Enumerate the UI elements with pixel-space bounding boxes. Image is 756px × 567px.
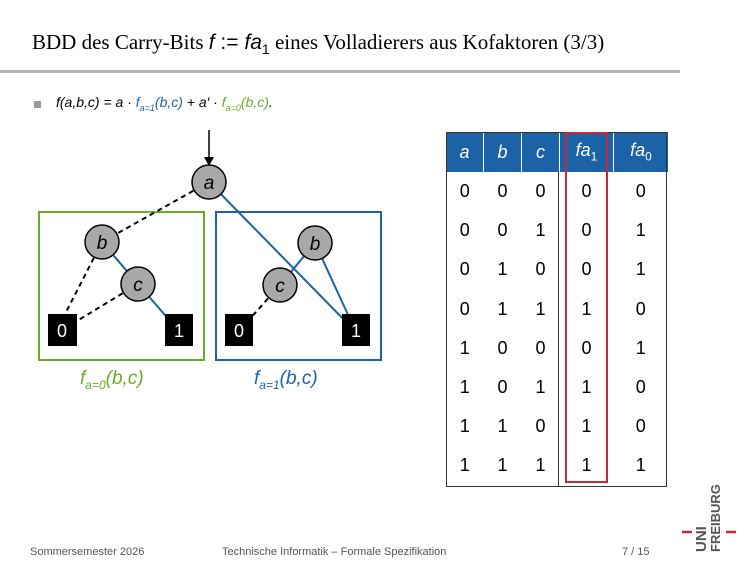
node-b-right: b — [297, 225, 333, 261]
truth-table-header: a b c fa1 fa0 — [446, 132, 668, 172]
svg-text:1: 1 — [174, 321, 184, 341]
svg-text:c: c — [275, 276, 285, 297]
table-cell: 1 — [581, 416, 592, 437]
label-f-a1: fa=1(b,c) — [254, 368, 318, 392]
cofactor-formula: f(a,b,c) = a · fa=1(b,c) + a′ · fa=0(b,c… — [56, 94, 273, 113]
terminal-1-right: 1 — [342, 314, 370, 346]
header-c: c — [521, 132, 560, 172]
table-cell: 1 — [535, 377, 546, 398]
arrow-head-icon — [204, 157, 214, 166]
table-cell: 0 — [635, 377, 646, 398]
svg-text:1: 1 — [351, 321, 361, 341]
university-logo: UNI FREIBURG — [682, 484, 736, 552]
table-cell: 0 — [497, 337, 508, 358]
table-cell: 1 — [535, 220, 546, 241]
table-cell: 1 — [497, 259, 508, 280]
table-row: 1 0 1 1 0 — [446, 368, 668, 407]
table-row: 1 0 0 0 1 — [446, 329, 668, 368]
terminal-0-left: 0 — [48, 314, 77, 346]
table-cell: 1 — [497, 298, 508, 319]
footer-semester: Sommersemester 2026 — [30, 546, 145, 558]
table-cell: 0 — [581, 259, 592, 280]
table-cell: 1 — [459, 337, 470, 358]
table-cell: 1 — [535, 455, 546, 476]
table-cell: 1 — [581, 377, 592, 398]
table-cell: 0 — [459, 259, 470, 280]
logo-freiburg: FREIBURG — [708, 484, 723, 552]
table-row: 1 1 1 1 1 — [446, 446, 668, 485]
svg-text:0: 0 — [57, 321, 67, 341]
table-cell: 1 — [635, 337, 646, 358]
table-cell: 1 — [635, 259, 646, 280]
table-cell: 0 — [581, 181, 592, 202]
node-c-left: c — [120, 266, 156, 302]
slide-title: BDD des Carry-Bits f := fa1 eines Vollad… — [32, 30, 605, 58]
node-b-left: b — [84, 224, 120, 260]
svg-text:b: b — [310, 234, 321, 255]
header-fa0: fa0 — [613, 132, 668, 172]
table-cell: 0 — [497, 220, 508, 241]
header-fa1: fa1 — [559, 132, 614, 172]
svg-text:a: a — [204, 173, 215, 194]
bullet-icon — [34, 101, 41, 108]
table-cell: 0 — [459, 220, 470, 241]
table-row: 1 1 0 1 0 — [446, 407, 668, 446]
header-a: a — [446, 132, 484, 172]
table-cell: 1 — [459, 377, 470, 398]
table-cell: 1 — [459, 455, 470, 476]
truth-table-separator — [558, 172, 559, 487]
table-row: 0 0 1 0 1 — [446, 211, 668, 250]
table-row: 0 1 0 0 1 — [446, 250, 668, 289]
svg-text:c: c — [133, 275, 143, 296]
header-b: b — [483, 132, 522, 172]
table-cell: 1 — [581, 298, 592, 319]
edge-b-0-dashed — [61, 241, 103, 321]
table-cell: 1 — [535, 298, 546, 319]
table-row: 0 0 0 0 0 — [446, 172, 668, 211]
table-cell: 1 — [497, 455, 508, 476]
table-cell: 0 — [459, 181, 470, 202]
fa1-column-highlight — [565, 132, 608, 483]
cofactor-box-a0 — [38, 211, 205, 361]
table-cell: 0 — [459, 298, 470, 319]
footer-page-number: 7 / 15 — [622, 546, 650, 558]
table-cell: 0 — [497, 377, 508, 398]
table-cell: 0 — [535, 181, 546, 202]
terminal-1-left: 1 — [165, 314, 193, 346]
table-cell: 0 — [535, 416, 546, 437]
table-cell: 1 — [581, 455, 592, 476]
node-a: a — [191, 164, 227, 200]
edge-a-b-dashed — [101, 181, 210, 243]
svg-text:0: 0 — [234, 321, 244, 341]
table-cell: 0 — [535, 259, 546, 280]
table-cell: 1 — [497, 416, 508, 437]
table-row: 0 1 1 1 0 — [446, 290, 668, 329]
table-cell: 0 — [581, 220, 592, 241]
table-cell: 0 — [581, 337, 592, 358]
node-c-right: c — [262, 267, 298, 303]
terminal-0-right: 0 — [225, 314, 253, 346]
label-f-a0: fa=0(b,c) — [80, 368, 144, 392]
table-cell: 0 — [535, 337, 546, 358]
table-cell: 1 — [635, 455, 646, 476]
logo-uni: UNI — [693, 526, 710, 552]
table-cell: 0 — [635, 416, 646, 437]
table-cell: 1 — [635, 220, 646, 241]
title-divider — [0, 70, 680, 73]
footer-course: Technische Informatik – Formale Spezifik… — [222, 546, 447, 558]
cofactor-box-a1 — [215, 211, 382, 361]
table-cell: 0 — [635, 181, 646, 202]
svg-text:b: b — [97, 233, 108, 254]
edge-a-term1 — [208, 181, 356, 332]
table-cell: 1 — [459, 416, 470, 437]
bdd-diagram: a b c b c 0 1 0 1 — [38, 130, 382, 361]
table-cell: 0 — [497, 181, 508, 202]
table-cell: 0 — [635, 298, 646, 319]
